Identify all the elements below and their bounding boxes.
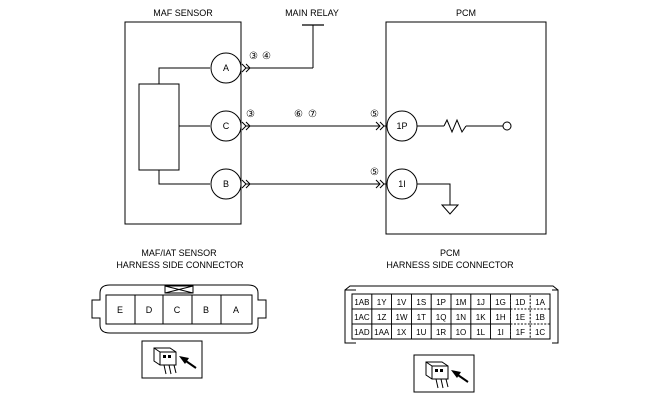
pcm-terminal-label: 1P bbox=[436, 298, 446, 307]
pcm-terminal-label: 1D bbox=[515, 298, 525, 307]
main-relay-label: MAIN RELAY bbox=[285, 8, 339, 18]
maf-sensor: MAF SENSOR A C B bbox=[124, 8, 242, 225]
pcm-terminal-label: 1T bbox=[417, 313, 426, 322]
pcm-terminal-label: 1AD bbox=[354, 328, 370, 337]
pcm-terminal-label: 1V bbox=[397, 298, 407, 307]
pcm-terminal-label: 1E bbox=[515, 313, 525, 322]
pcm-terminal-label: 1AC bbox=[354, 313, 370, 322]
marker-a-3: ③ bbox=[249, 51, 258, 62]
pcm-terminal-label: 1U bbox=[416, 328, 426, 337]
pcm-terminal-label: 1K bbox=[476, 313, 486, 322]
pcm-view-direction-icon bbox=[413, 354, 475, 393]
maf-connector-title-1: MAF/IAT SENSOR bbox=[141, 248, 217, 258]
pcm-pin-1i: 1I bbox=[386, 168, 418, 200]
maf-sensing-element bbox=[138, 83, 180, 171]
pcm-terminal-label: 1H bbox=[495, 313, 505, 322]
marker-c-5: ⑤ bbox=[370, 109, 379, 120]
pcm-title: PCM bbox=[456, 8, 476, 18]
maf-terminal-e: E bbox=[117, 305, 123, 315]
pcm-terminal-label: 1X bbox=[397, 328, 407, 337]
pcm-terminal-label: 1B bbox=[535, 313, 545, 322]
pcm-connector-title-1: PCM bbox=[440, 248, 460, 258]
maf-internal-wire-b bbox=[158, 170, 210, 185]
maf-connector-body bbox=[105, 294, 253, 325]
pcm-connector-shell-ends bbox=[344, 289, 559, 344]
pcm-terminal-cell bbox=[490, 323, 511, 340]
marker-b-5: ⑤ bbox=[370, 167, 379, 178]
pcm-resistor bbox=[417, 118, 512, 134]
maf-view-direction-icon bbox=[141, 340, 203, 379]
maf-pin-c-label: C bbox=[223, 121, 230, 131]
pcm-terminal-label: 1W bbox=[396, 313, 408, 322]
marker-a-4: ④ bbox=[262, 51, 271, 62]
maf-sensor-title: MAF SENSOR bbox=[153, 8, 213, 18]
pcm-connector-shell-top bbox=[344, 285, 559, 291]
pcm-terminal-label: 1F bbox=[516, 328, 525, 337]
pcm-terminal-label: 1R bbox=[436, 328, 446, 337]
pcm-connector-title-2: HARNESS SIDE CONNECTOR bbox=[386, 260, 514, 270]
main-relay: MAIN RELAY bbox=[285, 8, 339, 68]
maf-connector-title-2: HARNESS SIDE CONNECTOR bbox=[116, 260, 244, 270]
pcm-pin-1i-label: 1I bbox=[398, 179, 406, 189]
maf-iat-connector: MAF/IAT SENSOR HARNESS SIDE CONNECTOR E … bbox=[91, 248, 267, 379]
pcm-terminal-label: 1L bbox=[476, 328, 485, 337]
wire-c: ③ ⑥ ⑦ ⑤ bbox=[241, 109, 386, 131]
pcm-terminal-label: 1G bbox=[495, 298, 506, 307]
pcm-pin-1p-label: 1P bbox=[396, 121, 407, 131]
maf-pin-a: A bbox=[210, 52, 242, 84]
maf-pin-a-label: A bbox=[223, 63, 229, 73]
pcm-terminal-label: 1M bbox=[455, 298, 466, 307]
wire-a: ③ ④ bbox=[241, 51, 313, 73]
pcm-terminal-label: 1J bbox=[476, 298, 484, 307]
pcm-terminal-label: 1O bbox=[456, 328, 467, 337]
pcm-reference-terminal bbox=[502, 121, 512, 131]
pcm-terminal-label: 1AB bbox=[354, 298, 369, 307]
maf-terminal-a: A bbox=[233, 305, 239, 315]
pcm-terminal-label: 1Y bbox=[377, 298, 387, 307]
pcm-terminal-label: 1N bbox=[456, 313, 466, 322]
pcm-terminal-label: 1A bbox=[535, 298, 545, 307]
pcm-connector-grid: 1AB 1Y 1V 1S 1P 1M 1J 1G 1D 1A 1AC 1Z 1W 1T 1Q 1N 1K 1H 1E… bbox=[351, 293, 551, 340]
maf-connector-shell bbox=[91, 284, 267, 334]
maf-internal-wire-a bbox=[158, 67, 210, 84]
pcm-terminal-label: 1C bbox=[535, 328, 545, 337]
maf-pin-b: B bbox=[210, 168, 242, 200]
marker-c-7: ⑦ bbox=[308, 109, 317, 120]
maf-connector-lock bbox=[164, 285, 194, 294]
pcm-ground-icon bbox=[417, 183, 460, 215]
pcm: PCM 1P 1I bbox=[385, 8, 547, 235]
marker-c-6: ⑥ bbox=[294, 109, 303, 120]
pcm-terminal-label: 1AA bbox=[374, 328, 390, 337]
pcm-terminal-label: 1Z bbox=[377, 313, 386, 322]
maf-terminal-c: C bbox=[174, 305, 181, 315]
wire-b: ⑤ bbox=[241, 167, 386, 189]
pcm-box bbox=[385, 21, 547, 235]
maf-pin-b-label: B bbox=[223, 179, 229, 189]
maf-pin-c: C bbox=[210, 110, 242, 142]
pcm-terminal-label: 1I bbox=[497, 328, 504, 337]
maf-terminal-d: D bbox=[146, 305, 153, 315]
maf-terminal-b: B bbox=[203, 305, 209, 315]
pcm-pin-1p: 1P bbox=[386, 110, 418, 142]
pcm-terminal-label: 1S bbox=[416, 298, 426, 307]
pcm-terminal-label: 1Q bbox=[436, 313, 447, 322]
pcm-connector: PCM HARNESS SIDE CONNECTOR 1AB 1Y 1V 1S 1P 1M… bbox=[344, 248, 559, 393]
marker-c-3: ③ bbox=[246, 109, 255, 120]
